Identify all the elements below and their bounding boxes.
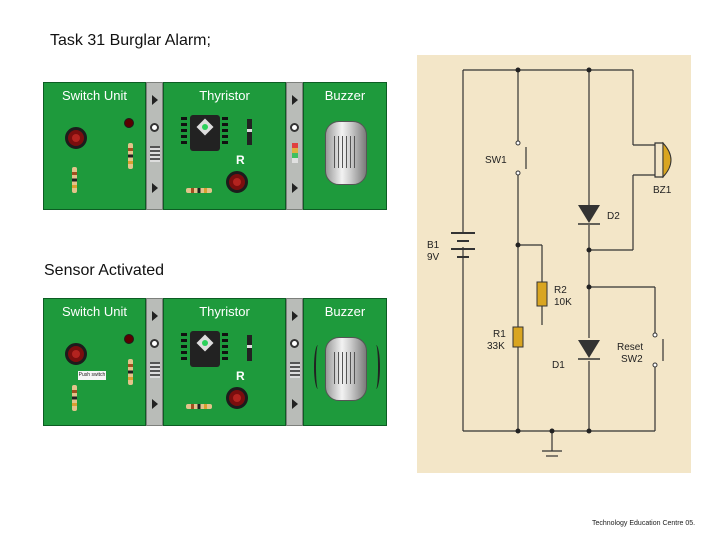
- switch-unit-label: Switch Unit: [61, 88, 128, 103]
- thyristor-chip-icon: [190, 331, 220, 367]
- jack-socket-icon: [150, 339, 159, 348]
- indicator-led: [124, 334, 134, 344]
- sound-wave-icon: [314, 345, 322, 389]
- arrow-right-icon: [292, 399, 298, 409]
- label-reset: Reset: [617, 342, 643, 353]
- terminal-strip-icon: [150, 362, 160, 378]
- led-bar-icon: [292, 143, 298, 163]
- thyristor-module: Thyristor R: [163, 298, 286, 426]
- arrow-right-icon: [152, 95, 158, 105]
- sound-wave-icon: [372, 345, 380, 389]
- arrow-right-icon: [152, 399, 158, 409]
- chip-pins-icon: [222, 333, 228, 363]
- buzzer-icon: [325, 337, 367, 401]
- push-switch-button[interactable]: [65, 343, 87, 365]
- arrow-right-icon: [292, 183, 298, 193]
- sensor-activated-label: Sensor Activated: [44, 262, 165, 279]
- footer-credit: Technology Education Centre 05.: [592, 520, 696, 527]
- resistor-icon: [72, 167, 77, 193]
- diode-d1-symbol: [578, 340, 600, 358]
- push-switch-button[interactable]: [65, 127, 87, 149]
- module-board-idle: Switch Unit Thyristor R Buzzer: [43, 82, 387, 212]
- jack-socket-icon: [290, 123, 299, 132]
- label-r2-value: 10K: [554, 297, 572, 308]
- module-board-activated: Switch Unit Push switch Thyristor R Buzz…: [43, 298, 387, 428]
- label-d2: D2: [607, 211, 620, 222]
- switch-unit-module: Switch Unit: [43, 82, 146, 210]
- label-bz1: BZ1: [653, 185, 672, 196]
- chip-pins-icon: [222, 117, 228, 147]
- circuit-schematic: B1 9V SW1 BZ1 D2 R2 10K R1 33K D1 Reset …: [417, 55, 691, 473]
- resistor-r2-symbol: [536, 281, 548, 307]
- switch-unit-module: Switch Unit Push switch: [43, 298, 146, 426]
- reset-mark: R: [236, 153, 245, 167]
- reset-button[interactable]: [226, 171, 248, 193]
- reset-mark: R: [236, 369, 245, 383]
- connector-strip: [146, 298, 163, 426]
- buzzer-symbol: [662, 141, 672, 179]
- diode-d2-symbol: [578, 205, 600, 223]
- thyristor-chip-icon: [190, 115, 220, 151]
- label-d1: D1: [552, 360, 565, 371]
- connector-strip: [286, 298, 303, 426]
- label-sw1: SW1: [485, 155, 507, 166]
- label-r1-value: 33K: [487, 341, 505, 352]
- label-b1-value: 9V: [427, 252, 440, 263]
- buzzer-label: Buzzer: [324, 304, 366, 319]
- jack-socket-icon: [290, 339, 299, 348]
- buzzer-module: Buzzer: [303, 298, 387, 426]
- buzzer-module: Buzzer: [303, 82, 387, 210]
- schematic-diagram: B1 9V SW1 BZ1 D2 R2 10K R1 33K D1 Reset …: [427, 67, 672, 457]
- arrow-right-icon: [152, 311, 158, 321]
- resistor-icon: [128, 143, 133, 169]
- resistor-icon: [186, 188, 212, 193]
- resistor-icon: [128, 359, 133, 385]
- slide-title: Task 31 Burglar Alarm;: [50, 32, 211, 49]
- resistor-icon: [186, 404, 212, 409]
- arrow-right-icon: [292, 311, 298, 321]
- resistor-r1-symbol: [512, 326, 524, 348]
- thyristor-module: Thyristor R: [163, 82, 286, 210]
- push-switch-tag: Push switch: [78, 371, 106, 380]
- label-b1: B1: [427, 240, 440, 251]
- connector-strip: [286, 82, 303, 210]
- reset-button[interactable]: [226, 387, 248, 409]
- switch-unit-label: Switch Unit: [61, 304, 128, 319]
- label-sw2: SW2: [621, 354, 643, 365]
- arrow-right-icon: [292, 95, 298, 105]
- thyristor-label: Thyristor: [199, 304, 250, 319]
- label-r1: R1: [493, 329, 506, 340]
- diode-icon: [247, 335, 252, 361]
- jack-socket-icon: [150, 123, 159, 132]
- chip-pins-icon: [181, 333, 187, 363]
- indicator-led: [124, 118, 134, 128]
- terminal-strip-icon: [290, 362, 300, 378]
- chip-pins-icon: [181, 117, 187, 147]
- thyristor-label: Thyristor: [199, 88, 250, 103]
- resistor-icon: [72, 385, 77, 411]
- diode-icon: [247, 119, 252, 145]
- buzzer-label: Buzzer: [324, 88, 366, 103]
- arrow-right-icon: [152, 183, 158, 193]
- connector-strip: [146, 82, 163, 210]
- label-r2: R2: [554, 285, 567, 296]
- buzzer-icon: [325, 121, 367, 185]
- terminal-strip-icon: [150, 146, 160, 162]
